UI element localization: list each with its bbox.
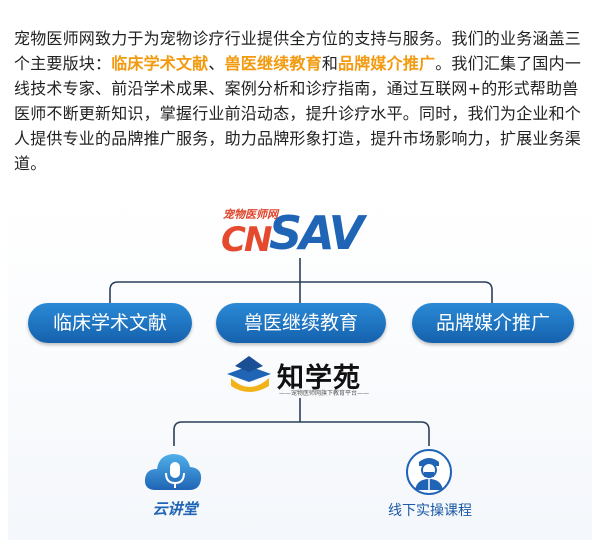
- offline-course-label: 线下实操课程: [388, 503, 472, 519]
- branch-clinical-literature: 临床学术文献: [28, 303, 192, 343]
- cnsav-logo: 宠物医师网 CN SAV: [221, 206, 381, 260]
- intro-text-1: 宠物医师网致力于为宠物诊疗行业提供全方位的支持与服务。我们的业务涵盖三个主要版块…: [14, 29, 582, 73]
- branch-vet-education: 兽医继续教育: [216, 303, 386, 343]
- branch-brand-promotion: 品牌媒介推广: [412, 303, 574, 343]
- logo-sav-text: SAV: [269, 206, 364, 260]
- highlight-education: 兽医继续教育: [224, 54, 322, 73]
- intro-text-2: 。我们汇集了国内一线技术专家、前沿学术成果、案例分析和诊疗指南，通过互联网+的形…: [14, 54, 582, 173]
- intro-sep-2: 和: [321, 54, 339, 73]
- cloud-lecture-label: 云讲堂: [152, 500, 198, 518]
- intro-paragraph: 宠物医师网致力于为宠物诊疗行业提供全方位的支持与服务。我们的业务涵盖三个主要版块…: [14, 26, 588, 176]
- highlight-brand: 品牌媒介推广: [338, 54, 436, 73]
- logo-cn-text: CN: [221, 220, 272, 260]
- intro-sep-1: 、: [208, 54, 225, 73]
- diagram-panel: [8, 196, 592, 540]
- cloud-microphone-icon: [142, 446, 204, 496]
- logo-small-text: 宠物医师网: [223, 208, 278, 221]
- doctor-icon: [405, 448, 453, 496]
- graduation-cap-icon: [227, 356, 271, 392]
- zhixueyuan-title: 知学苑: [277, 363, 361, 394]
- highlight-clinical: 临床学术文献: [111, 54, 209, 73]
- zhixueyuan-subtitle: ——宠物医师网旗下教育平台——: [279, 390, 370, 397]
- zhixueyuan-logo: 知学苑 ——宠物医师网旗下教育平台——: [223, 352, 383, 398]
